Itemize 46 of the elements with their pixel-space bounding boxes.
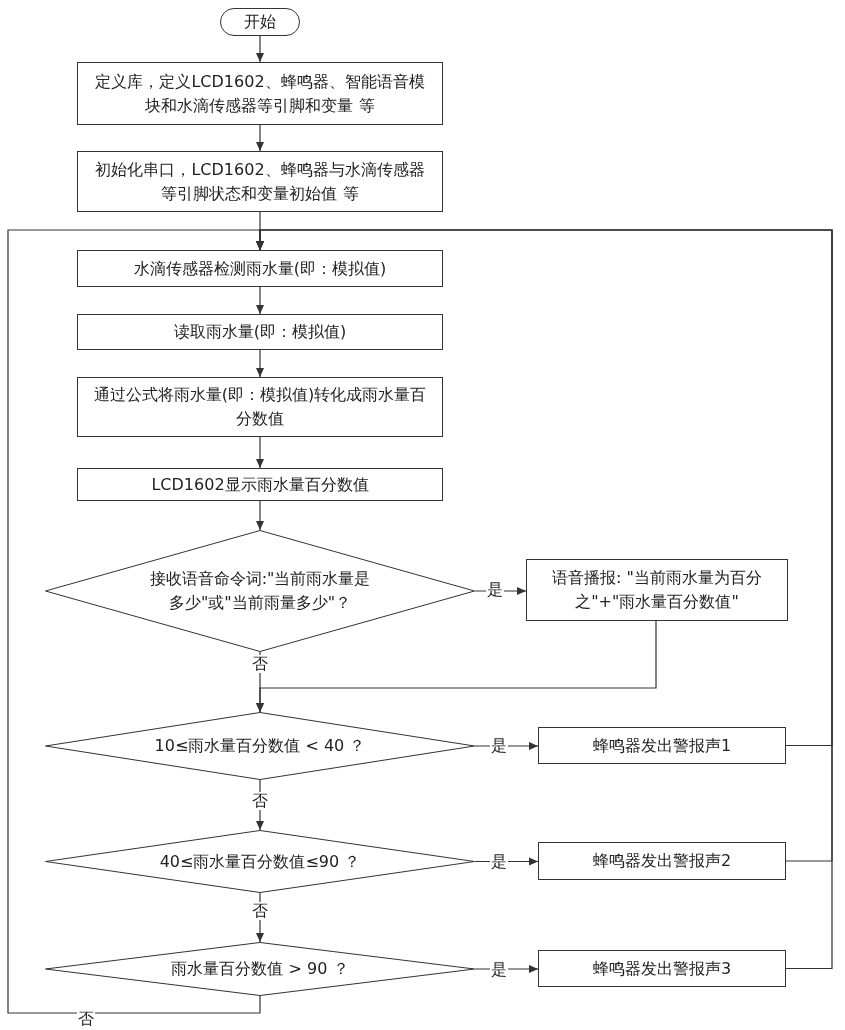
arrow xyxy=(256,286,264,315)
arrow xyxy=(7,229,264,1014)
node-text: 蜂鸣器发出警报声3 xyxy=(592,957,732,980)
process-box xyxy=(77,250,443,287)
decision-diamond xyxy=(45,830,475,893)
node-text: 蜂鸣器发出警报声2 xyxy=(592,850,732,872)
node-text: 水滴传感器检测雨水量(即：模拟值) xyxy=(133,257,387,280)
node-text: 40≤雨水量百分数值≤90 ？ xyxy=(158,850,362,873)
process-box xyxy=(77,377,443,437)
node-text: 通过公式将雨水量(即：模拟值)转化成雨水量百分数值 xyxy=(92,384,428,430)
arrow xyxy=(474,587,527,595)
process-box xyxy=(77,151,443,212)
node-text: 初始化串口，LCD1602、蜂鸣器与水滴传感器等引脚状态和变量初始值 等 xyxy=(94,158,426,205)
process-box xyxy=(538,727,786,764)
arrow xyxy=(256,35,264,63)
process-box xyxy=(538,842,786,880)
node-text: 语音播报: "当前雨水量为百分之"+"雨水量百分数值" xyxy=(551,567,763,613)
arrow xyxy=(256,349,264,378)
arrow xyxy=(256,124,264,152)
edge-label: 是 xyxy=(490,737,508,755)
start-terminal xyxy=(220,8,300,36)
edge-label: 是 xyxy=(490,853,508,871)
edge-label: 是 xyxy=(490,961,508,979)
node-text: 读取雨水量(即：模拟值) xyxy=(173,321,347,343)
process-box xyxy=(77,314,443,350)
node-text: 蜂鸣器发出警报声1 xyxy=(592,734,732,757)
edge-label: 否 xyxy=(251,792,269,810)
arrow xyxy=(256,500,264,531)
edge-label: 否 xyxy=(77,1010,95,1028)
node-text: 10≤雨水量百分数值 < 40 ？ xyxy=(153,735,367,757)
edge-label: 是 xyxy=(486,581,504,599)
decision-diamond xyxy=(45,530,475,652)
arrow xyxy=(256,436,264,469)
process-box xyxy=(538,950,786,987)
decision-diamond xyxy=(45,942,475,996)
node-text: LCD1602显示雨水量百分数值 xyxy=(151,473,369,496)
node-text: 开始 xyxy=(244,11,276,33)
node-text: 雨水量百分数值 > 90 ？ xyxy=(170,958,350,980)
process-box xyxy=(526,559,788,621)
node-text: 接收语音命令词:"当前雨水量是多少"或"当前雨量多少"？ xyxy=(148,568,372,614)
decision-diamond xyxy=(45,712,475,780)
process-box xyxy=(77,468,443,501)
edge-label: 否 xyxy=(251,655,269,673)
process-box xyxy=(77,62,443,125)
node-text: 定义库，定义LCD1602、蜂鸣器、智能语音模块和水滴传感器等引脚和变量 等 xyxy=(94,70,426,117)
edge-label: 否 xyxy=(251,902,269,920)
